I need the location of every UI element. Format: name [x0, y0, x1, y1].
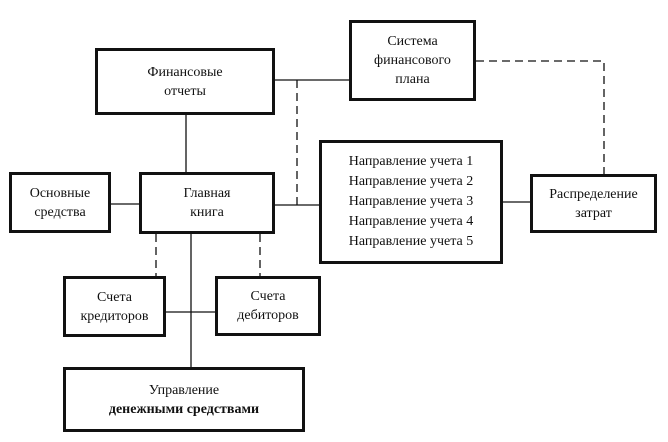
- node-cost-allocation-line-1: Распределение: [549, 186, 638, 202]
- node-accounts-payable-line-1: Счета: [97, 289, 132, 305]
- direction-item-1: Направление учета 1: [348, 154, 474, 169]
- node-cash-management-line-2: денежными средствами: [108, 401, 260, 417]
- connector-plan-costs: [476, 60, 605, 174]
- node-financial-reports: Финансовые отчеты: [95, 48, 275, 115]
- node-finance-plan-line-1: Система: [387, 34, 438, 49]
- node-cost-allocation-line-2: затрат: [575, 205, 612, 221]
- node-finance-plan-line-3: плана: [395, 72, 430, 87]
- node-finance-plan-line-2: финансового: [374, 53, 451, 68]
- node-accounts-payable: Счета кредиторов: [63, 276, 166, 337]
- node-accounts-receivable: Счета дебиторов: [215, 276, 321, 336]
- node-general-ledger-line-2: книга: [190, 205, 224, 220]
- node-accounts-receivable-line-1: Счета: [250, 289, 286, 304]
- node-fixed-assets: Основные средства: [9, 172, 111, 233]
- node-general-ledger: Главная книга: [139, 172, 275, 234]
- direction-item-3: Направление учета 3: [348, 194, 474, 209]
- direction-item-4: Направление учета 4: [348, 214, 474, 229]
- node-financial-reports-line-1: Финансовые: [147, 64, 223, 80]
- direction-item-2: Направление учета 2: [348, 174, 474, 189]
- node-finance-plan-system: Система финансового плана: [349, 20, 476, 101]
- node-cost-allocation: Распределение затрат: [530, 174, 657, 233]
- node-general-ledger-line-1: Главная: [183, 186, 231, 201]
- node-financial-reports-line-2: отчеты: [164, 83, 206, 99]
- node-fixed-assets-line-2: средства: [34, 204, 86, 220]
- direction-item-5: Направление учета 5: [348, 234, 474, 249]
- node-accounting-directions: Направление учета 1 Направление учета 2 …: [319, 140, 503, 264]
- node-cash-management: Управление денежными средствами: [63, 367, 305, 432]
- node-cash-management-line-1: Управление: [148, 382, 220, 398]
- node-fixed-assets-line-1: Основные: [29, 185, 91, 201]
- node-accounts-payable-line-2: кредиторов: [80, 308, 149, 324]
- node-accounts-receivable-line-2: дебиторов: [237, 308, 299, 323]
